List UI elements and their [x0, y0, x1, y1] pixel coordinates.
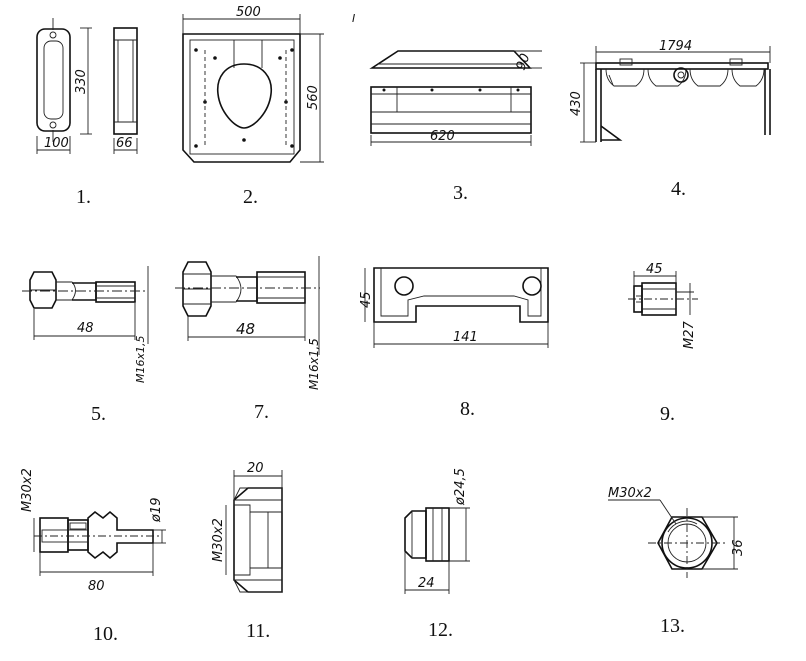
part-2-height-dim: 560	[306, 85, 321, 110]
part-12-drawing	[404, 507, 470, 594]
part-8-number: 8.	[460, 398, 475, 420]
part-10-drawing	[33, 510, 166, 576]
part-13-drawing	[608, 499, 738, 578]
part-12-diameter-dim: ø24,5	[453, 468, 468, 506]
part-11-thread-dim: M30x2	[211, 518, 226, 562]
part-5-thread-dim: M16x1,5	[134, 336, 147, 384]
part-11-number: 11.	[246, 620, 270, 642]
part-10-length-dim: 80	[88, 579, 105, 594]
part-13-thread-dim: M30x2	[608, 486, 652, 501]
part-7-thread-dim: M16x1,5	[307, 338, 321, 390]
part-5-number: 5.	[91, 403, 106, 425]
part-11-length-dim: 20	[247, 461, 264, 476]
part-3-length-dim: 620	[430, 129, 455, 144]
part-2-drawing	[182, 14, 324, 163]
part-13-number: 13.	[660, 615, 685, 637]
part-12-number: 12.	[428, 619, 453, 641]
part-2-width-dim: 500	[236, 5, 261, 20]
part-7-length-dim: 48	[236, 320, 255, 338]
part-7-drawing	[175, 256, 320, 355]
part-5-drawing	[22, 266, 149, 344]
part-9-drawing	[628, 271, 698, 316]
part-3-drawing	[369, 50, 542, 146]
part-5-length-dim: 48	[77, 321, 94, 336]
part-4-length-dim: 1794	[659, 39, 692, 54]
part-4-height-dim: 430	[569, 91, 584, 116]
sheet-mark: I	[352, 12, 355, 25]
part-2-number: 2.	[243, 186, 258, 208]
part-8-length-dim: 141	[453, 330, 478, 345]
part-10-number: 10.	[93, 623, 118, 645]
part-8-drawing	[364, 267, 549, 348]
part-10-diameter-dim: ø19	[149, 498, 164, 524]
part-4-drawing	[580, 46, 771, 143]
part-3-height-dim: 90	[514, 52, 534, 73]
part-9-thread-dim: M27	[682, 321, 697, 349]
part-11-drawing	[225, 470, 283, 593]
part-1-depth-dim: 66	[116, 136, 133, 151]
part-1-drawing	[36, 18, 138, 154]
part-3-number: 3.	[453, 182, 468, 204]
part-1-width-dim: 100	[44, 136, 69, 151]
part-1-number: 1.	[76, 186, 91, 208]
part-7-number: 7.	[254, 401, 269, 423]
part-4-number: 4.	[671, 178, 686, 200]
part-9-number: 9.	[660, 403, 675, 425]
part-8-height-dim: 45	[359, 291, 374, 308]
part-12-length-dim: 24	[418, 576, 435, 591]
part-10-thread-dim: M30x2	[20, 468, 35, 512]
part-9-length-dim: 45	[646, 262, 663, 277]
part-13-width-dim: 36	[731, 539, 746, 556]
part-1-height-dim: 330	[74, 69, 89, 94]
